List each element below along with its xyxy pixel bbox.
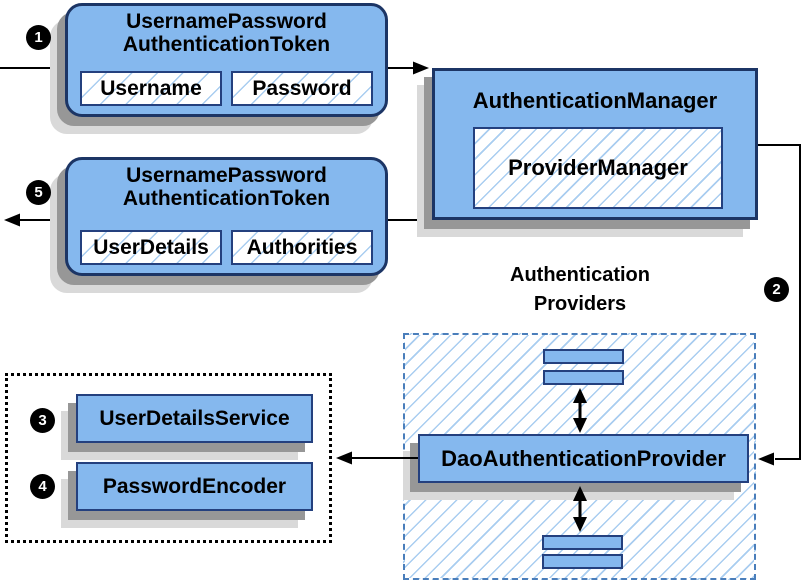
dao-authentication-provider-box: DaoAuthenticationProvider <box>418 434 749 483</box>
provider-placeholder-bar <box>542 535 623 550</box>
provider-manager-box: ProviderManager <box>473 127 723 209</box>
providers-heading-line1: Authentication <box>510 264 650 286</box>
response-token-title-line1: UsernamePassword <box>126 164 327 187</box>
providers-heading-line2: Providers <box>533 293 627 315</box>
userdetails-field-box: UserDetails <box>80 230 222 265</box>
username-field-box: Username <box>80 71 222 106</box>
response-token-title: UsernamePassword AuthenticationToken <box>68 164 385 210</box>
response-token-box: UsernamePassword AuthenticationToken Use… <box>65 157 388 276</box>
providers-group-box: DaoAuthenticationProvider <box>403 333 756 580</box>
provider-placeholder-bar <box>543 349 624 364</box>
request-token-box: UsernamePassword AuthenticationToken Use… <box>65 3 388 117</box>
password-encoder-box: PasswordEncoder <box>76 462 313 511</box>
request-token-title-line1: UsernamePassword <box>126 10 327 33</box>
request-token-fields: Username Password <box>80 71 373 106</box>
step-badge-3: 3 <box>30 408 55 433</box>
authentication-manager-box: AuthenticationManager ProviderManager <box>432 68 758 220</box>
provider-placeholder-bar <box>543 370 624 385</box>
request-token-title-line2: AuthenticationToken <box>122 33 331 56</box>
authorities-field-box: Authorities <box>231 230 373 265</box>
flow-arrow-step2 <box>758 144 801 466</box>
step-badge-2: 2 <box>764 277 789 302</box>
step-badge-5: 5 <box>26 180 51 205</box>
collaborators-group-box: 3 UserDetailsService 4 PasswordEncoder <box>5 373 332 543</box>
step-badge-1: 1 <box>26 25 51 50</box>
response-token-fields: UserDetails Authorities <box>80 230 373 265</box>
providers-heading: Authentication Providers <box>430 261 730 319</box>
password-field-box: Password <box>231 71 373 106</box>
request-token-title: UsernamePassword AuthenticationToken <box>68 10 385 56</box>
step-badge-4: 4 <box>30 474 55 499</box>
response-token-title-line2: AuthenticationToken <box>122 187 331 210</box>
user-details-service-box: UserDetailsService <box>76 394 313 443</box>
authentication-manager-title: AuthenticationManager <box>472 88 718 113</box>
provider-placeholder-bar <box>542 554 623 569</box>
